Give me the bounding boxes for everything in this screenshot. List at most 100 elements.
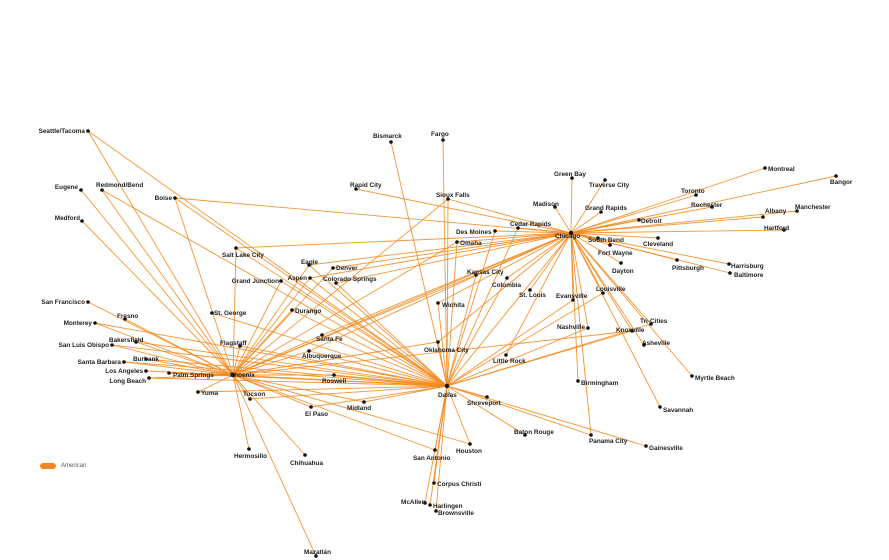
city-redmond-bend[interactable]: Redmond/Bend — [96, 182, 143, 192]
city-san-francisco[interactable]: San Francisco — [41, 299, 90, 306]
city-montreal[interactable]: Montreal — [763, 166, 795, 173]
city-harlingen[interactable]: Harlingen — [428, 503, 463, 510]
city-phoenix[interactable]: Phoenix — [230, 372, 255, 379]
city-st-louis[interactable]: St. Louis — [519, 288, 546, 299]
city-toronto[interactable]: Toronto — [681, 188, 705, 197]
city-label: Albuquerque — [302, 353, 342, 360]
city-pittsburgh[interactable]: Pittsburgh — [672, 258, 704, 272]
city-aspen[interactable]: Aspen — [287, 275, 312, 282]
city-medford[interactable]: Medford — [55, 215, 84, 223]
city-bismarck[interactable]: Bismarck — [373, 133, 402, 144]
city-fargo[interactable]: Fargo — [431, 131, 449, 142]
city-detroit[interactable]: Detroit — [637, 218, 662, 225]
city-albuquerque[interactable]: Albuquerque — [302, 349, 342, 360]
city-grand-junction[interactable]: Grand Junction — [232, 278, 283, 285]
city-kansas-city[interactable]: Kansas City — [467, 269, 504, 277]
city-yuma[interactable]: Yuma — [196, 390, 218, 397]
city-shreveport[interactable]: Shreveport — [467, 395, 502, 407]
city-harrisburg[interactable]: Harrisburg — [727, 262, 764, 270]
city-dallas[interactable]: Dallas — [438, 383, 457, 399]
city-bakersfield[interactable]: Bakersfield — [109, 337, 144, 344]
city-baltimore[interactable]: Baltimore — [728, 271, 764, 279]
city-hermosillo[interactable]: Hermosillo — [234, 447, 267, 460]
city-brownsville[interactable]: Brownsville — [434, 509, 474, 517]
city-bangor[interactable]: Bangor — [830, 174, 853, 186]
route-dallas-grand-junction — [280, 280, 448, 387]
city-chicago[interactable]: Chicago — [555, 230, 580, 240]
city-san-luis-obispo[interactable]: San Luis Obispo — [59, 342, 114, 349]
city-dayton[interactable]: Dayton — [612, 261, 634, 275]
city-columbia[interactable]: Columbia — [492, 276, 522, 289]
city-myrtle-beach[interactable]: Myrtle Beach — [690, 374, 735, 382]
city-eugene[interactable]: Eugene — [55, 184, 83, 192]
route-chicago-green-bay — [570, 177, 573, 234]
city-asheville[interactable]: Asheville — [642, 340, 671, 347]
city-panama-city[interactable]: Panama City — [589, 433, 628, 445]
city-label: St. Louis — [519, 292, 546, 299]
city-los-angeles[interactable]: Los Angeles — [105, 368, 148, 375]
city-flagstaff[interactable]: Flagstaff — [220, 340, 248, 348]
city-salt-lake-city[interactable]: Salt Lake City — [222, 246, 264, 259]
city-des-moines[interactable]: Des Moines — [456, 229, 497, 236]
city-nashville[interactable]: Nashville — [557, 324, 590, 331]
route-dallas-albuquerque — [308, 350, 448, 387]
city-fresno[interactable]: Fresno — [117, 313, 138, 321]
city-denver[interactable]: Denver — [331, 265, 358, 272]
city-cedar-rapids[interactable]: Cedar Rapids — [510, 221, 552, 230]
city-dot — [553, 205, 557, 209]
city-savannah[interactable]: Savannah — [658, 405, 693, 414]
city-madison[interactable]: Madison — [533, 201, 559, 209]
city-palm-springs[interactable]: Palm Springs — [167, 371, 214, 379]
city-label: Oklahoma City — [424, 347, 469, 354]
city-hartford[interactable]: Hartford — [764, 225, 789, 232]
city-colorado-springs[interactable]: Colorado Springs — [323, 276, 377, 285]
city-monterey[interactable]: Monterey — [64, 320, 97, 327]
route-lines — [80, 130, 837, 557]
city-st-george[interactable]: St. George — [210, 310, 247, 317]
city-roswell[interactable]: Roswell — [322, 373, 346, 385]
city-wichita[interactable]: Wichita — [436, 301, 465, 309]
city-mcallen[interactable]: McAllen — [401, 499, 427, 506]
city-manchester[interactable]: Manchester — [795, 204, 831, 213]
city-baton-rouge[interactable]: Baton Rouge — [514, 429, 554, 437]
city-traverse-city[interactable]: Traverse City — [589, 178, 630, 189]
city-santa-fe[interactable]: Santa Fe — [316, 333, 343, 343]
city-cleveland[interactable]: Cleveland — [643, 236, 673, 248]
city-seattle-tacoma[interactable]: Seattle/Tacoma — [39, 128, 90, 135]
city-durango[interactable]: Durango — [290, 308, 321, 315]
city-little-rock[interactable]: Little Rock — [493, 353, 526, 365]
city-midland[interactable]: Midland — [347, 400, 371, 412]
city-rapid-city[interactable]: Rapid City — [350, 182, 382, 191]
city-el-paso[interactable]: El Paso — [305, 405, 328, 418]
city-omaha[interactable]: Omaha — [455, 240, 482, 247]
city-dot — [93, 321, 97, 325]
city-albany[interactable]: Albany — [761, 208, 787, 219]
city-birmingham[interactable]: Birmingham — [576, 379, 619, 387]
city-burbank[interactable]: Burbank — [133, 356, 159, 363]
city-mazatlan[interactable]: Mazatlán — [304, 549, 331, 558]
city-knoxville[interactable]: Knoxville — [616, 327, 645, 334]
city-grand-rapids[interactable]: Grand Rapids — [585, 205, 627, 214]
city-oklahoma-city[interactable]: Oklahoma City — [424, 340, 469, 354]
city-santa-barbara[interactable]: Santa Barbara — [78, 359, 126, 366]
city-gainesville[interactable]: Gainesville — [644, 444, 683, 452]
city-sioux-falls[interactable]: Sioux Falls — [436, 192, 470, 201]
route-chicago-boise — [174, 197, 572, 234]
city-eagle[interactable]: Eagle — [301, 259, 318, 267]
city-long-beach[interactable]: Long Beach — [109, 376, 151, 385]
city-tucson[interactable]: Tucson — [243, 391, 265, 401]
city-dot — [196, 390, 200, 394]
city-fort-wayne[interactable]: Fort Wayne — [598, 243, 633, 257]
city-south-bend[interactable]: South Bend — [588, 236, 624, 244]
city-boise[interactable]: Boise — [155, 195, 177, 202]
city-evansville[interactable]: Evansville — [556, 293, 588, 302]
city-houston[interactable]: Houston — [456, 442, 482, 455]
city-green-bay[interactable]: Green Bay — [554, 171, 586, 180]
route-dallas-gainesville — [446, 385, 647, 447]
city-chihuahua[interactable]: Chihuahua — [290, 453, 323, 467]
city-tri-cities[interactable]: Tri-Cities — [640, 318, 668, 326]
city-louisville[interactable]: Louisville — [596, 286, 626, 295]
city-corpus-christi[interactable]: Corpus Christi — [432, 481, 482, 488]
city-san-antonio[interactable]: San Antonio — [413, 448, 450, 462]
city-rochester[interactable]: Rochester — [691, 202, 723, 209]
